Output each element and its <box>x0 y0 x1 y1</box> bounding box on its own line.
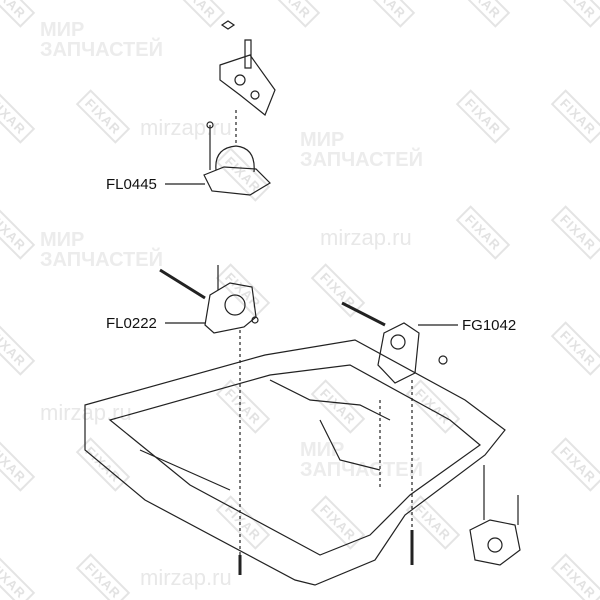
part-label-right: FG1042 <box>462 317 517 334</box>
site-watermark: mirzap.ru <box>140 565 232 590</box>
shop-watermark: МИР ЗАПЧАСТЕЙ <box>300 439 423 481</box>
site-watermark: mirzap.ru <box>320 225 412 250</box>
right-engine-mount <box>341 301 448 384</box>
part-label-top: FL0445 <box>106 176 157 193</box>
shop-watermark: МИР ЗАПЧАСТЕЙ <box>40 19 163 61</box>
part-label-left: FL0222 <box>106 315 157 332</box>
shop-watermark: МИР ЗАПЧАСТЕЙ <box>300 129 423 171</box>
top-engine-mount <box>203 121 271 196</box>
top-mount-bracket <box>219 20 276 145</box>
shop-watermark: МИР ЗАПЧАСТЕЙ <box>40 229 163 271</box>
rear-engine-mount <box>469 465 521 566</box>
site-watermark: mirzap.ru <box>140 115 232 140</box>
front-subframe <box>84 330 506 586</box>
left-engine-mount <box>159 265 259 334</box>
